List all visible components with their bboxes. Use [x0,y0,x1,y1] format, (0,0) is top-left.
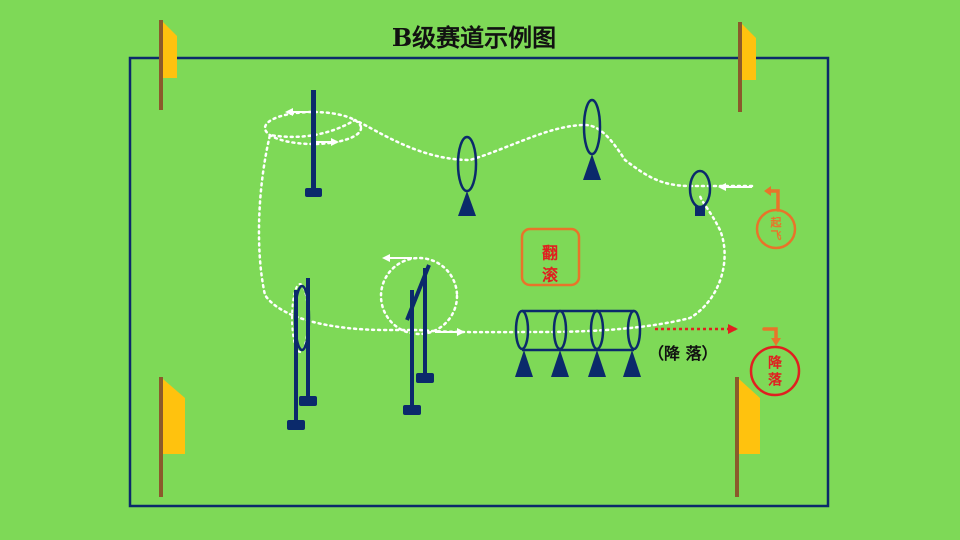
flight-path [257,118,754,334]
roll-zone-label: 翻滚 [542,244,559,285]
corner-flag-bottom-right [735,377,760,497]
ring-gate-2 [582,98,602,180]
loop-path-angled-gate [379,256,459,336]
takeoff-marker [755,186,797,250]
landing-note: （降 落） [648,344,718,363]
corner-flag-top-right [738,22,756,112]
takeoff-label: 起飞 [770,215,783,242]
diagram-title: B级赛道示例图 [392,23,556,52]
course-boundary [128,56,830,508]
corner-flag-top-left [159,20,177,110]
angled-pole-gate [403,264,434,415]
corner-flag-bottom-left [159,377,185,497]
roll-zone-box [520,227,581,287]
tunnel-obstacle [514,309,642,377]
landing-marker [749,327,801,397]
takeoff-gate [688,169,712,216]
ring-gate-1 [456,135,478,216]
landing-label: 降落 [768,354,783,388]
double-pole-gate [287,278,317,430]
slalom-pole-1 [305,90,322,197]
